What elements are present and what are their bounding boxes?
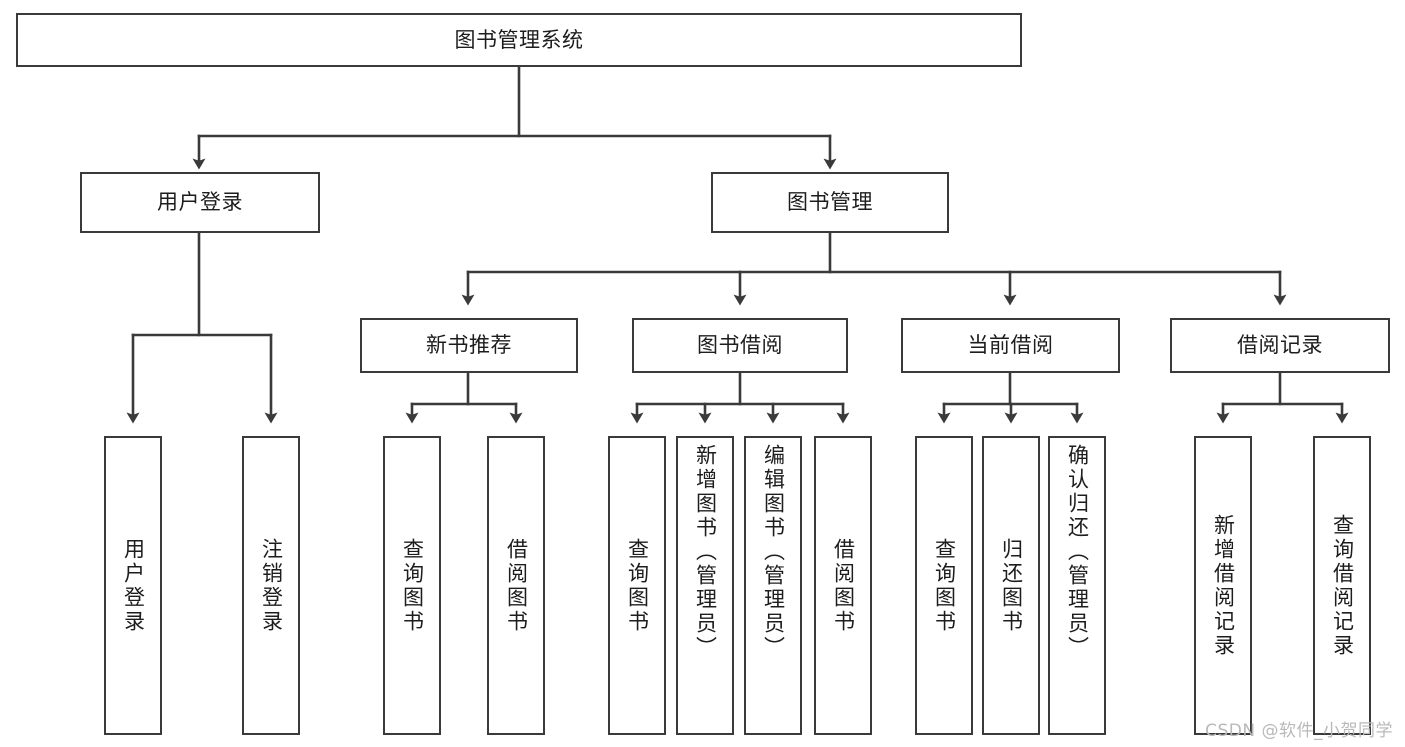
leaf-borrow-record-query-record[interactable]: 查询借阅记录: [1313, 436, 1371, 735]
node-label: 用户登录: [157, 190, 243, 215]
node-label: 查询图书: [625, 537, 650, 634]
node-label: 确认归还（管理员）: [1065, 444, 1090, 660]
node-label: 图书管理: [787, 190, 873, 215]
leaf-current-borrow-query-book[interactable]: 查询图书: [915, 436, 973, 735]
leaf-book-borrow-borrow-book[interactable]: 借阅图书: [814, 436, 872, 735]
node-book-borrow[interactable]: 图书借阅: [632, 318, 848, 373]
watermark-text: CSDN @软件_小贺同学: [1205, 721, 1393, 741]
node-label: 当前借阅: [967, 333, 1054, 358]
node-borrow-record[interactable]: 借阅记录: [1170, 318, 1390, 373]
node-label: 查询图书: [400, 537, 425, 634]
node-label: 图书管理系统: [454, 27, 584, 52]
node-label: 新书推荐: [426, 333, 512, 358]
node-root-book-management-system[interactable]: 图书管理系统: [16, 13, 1022, 67]
node-label: 查询图书: [932, 537, 957, 634]
leaf-book-borrow-query-book[interactable]: 查询图书: [608, 436, 666, 735]
leaf-new-book-borrow-book[interactable]: 借阅图书: [487, 436, 545, 735]
node-label: 借阅图书: [504, 537, 529, 634]
node-label: 新增图书（管理员）: [693, 444, 718, 660]
leaf-book-borrow-add-book-admin[interactable]: 新增图书（管理员）: [676, 436, 734, 735]
node-label: 编辑图书（管理员）: [761, 444, 786, 660]
leaf-borrow-record-add-record[interactable]: 新增借阅记录: [1194, 436, 1252, 735]
node-book-management[interactable]: 图书管理: [711, 172, 949, 233]
node-label: 借阅记录: [1237, 333, 1323, 358]
node-label: 归还图书: [999, 537, 1024, 634]
node-label: 借阅图书: [831, 537, 856, 634]
node-label: 图书借阅: [697, 333, 783, 358]
leaf-user-login-login[interactable]: 用户登录: [104, 436, 162, 735]
node-label: 新增借阅记录: [1211, 513, 1236, 658]
node-current-borrow[interactable]: 当前借阅: [901, 318, 1120, 373]
leaf-book-borrow-edit-book-admin[interactable]: 编辑图书（管理员）: [744, 436, 802, 735]
leaf-new-book-query-book[interactable]: 查询图书: [383, 436, 441, 735]
leaf-current-borrow-confirm-return-admin[interactable]: 确认归还（管理员）: [1048, 436, 1106, 735]
node-label: 用户登录: [121, 537, 146, 634]
node-new-book-recommend[interactable]: 新书推荐: [360, 318, 578, 373]
leaf-user-login-logout[interactable]: 注销登录: [242, 436, 300, 735]
node-label: 注销登录: [259, 537, 284, 634]
node-label: 查询借阅记录: [1330, 513, 1355, 658]
node-user-login[interactable]: 用户登录: [80, 172, 320, 233]
leaf-current-borrow-return-book[interactable]: 归还图书: [982, 436, 1040, 735]
